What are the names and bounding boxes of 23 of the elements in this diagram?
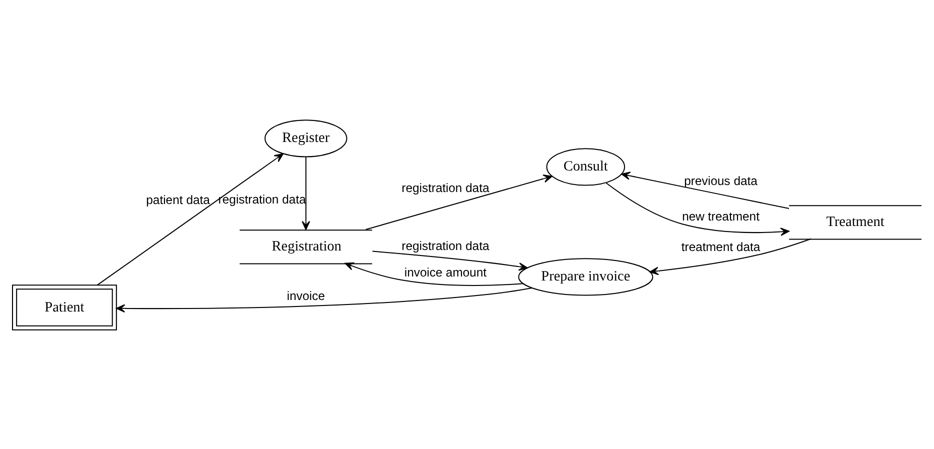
- arrow: [96, 152, 284, 285]
- arrow: [366, 174, 552, 230]
- arrow: [344, 262, 524, 286]
- edge-label: invoice: [286, 288, 325, 302]
- node-box: Patient: [12, 284, 117, 330]
- node-ellipse: Register: [264, 119, 348, 157]
- edge-label: new treatment: [682, 209, 760, 224]
- edge-label: registration data: [402, 180, 490, 194]
- node-text: Treatment: [826, 214, 884, 230]
- edge-label: invoice amount: [404, 265, 487, 280]
- arrow: [116, 286, 532, 312]
- arrow: [621, 171, 790, 209]
- edge-label: treatment data: [681, 240, 760, 254]
- arrow: [302, 156, 310, 230]
- node-text: Registration: [272, 238, 342, 254]
- edge-label: patient data: [146, 192, 210, 207]
- arrow: [606, 182, 790, 236]
- edge-label: previous data: [684, 173, 758, 188]
- edge-label: registration data: [218, 192, 306, 206]
- arrow: [372, 250, 528, 270]
- edge-label: registration data: [402, 238, 490, 253]
- arrow: [650, 238, 812, 275]
- node-ellipse: Consult: [546, 148, 626, 186]
